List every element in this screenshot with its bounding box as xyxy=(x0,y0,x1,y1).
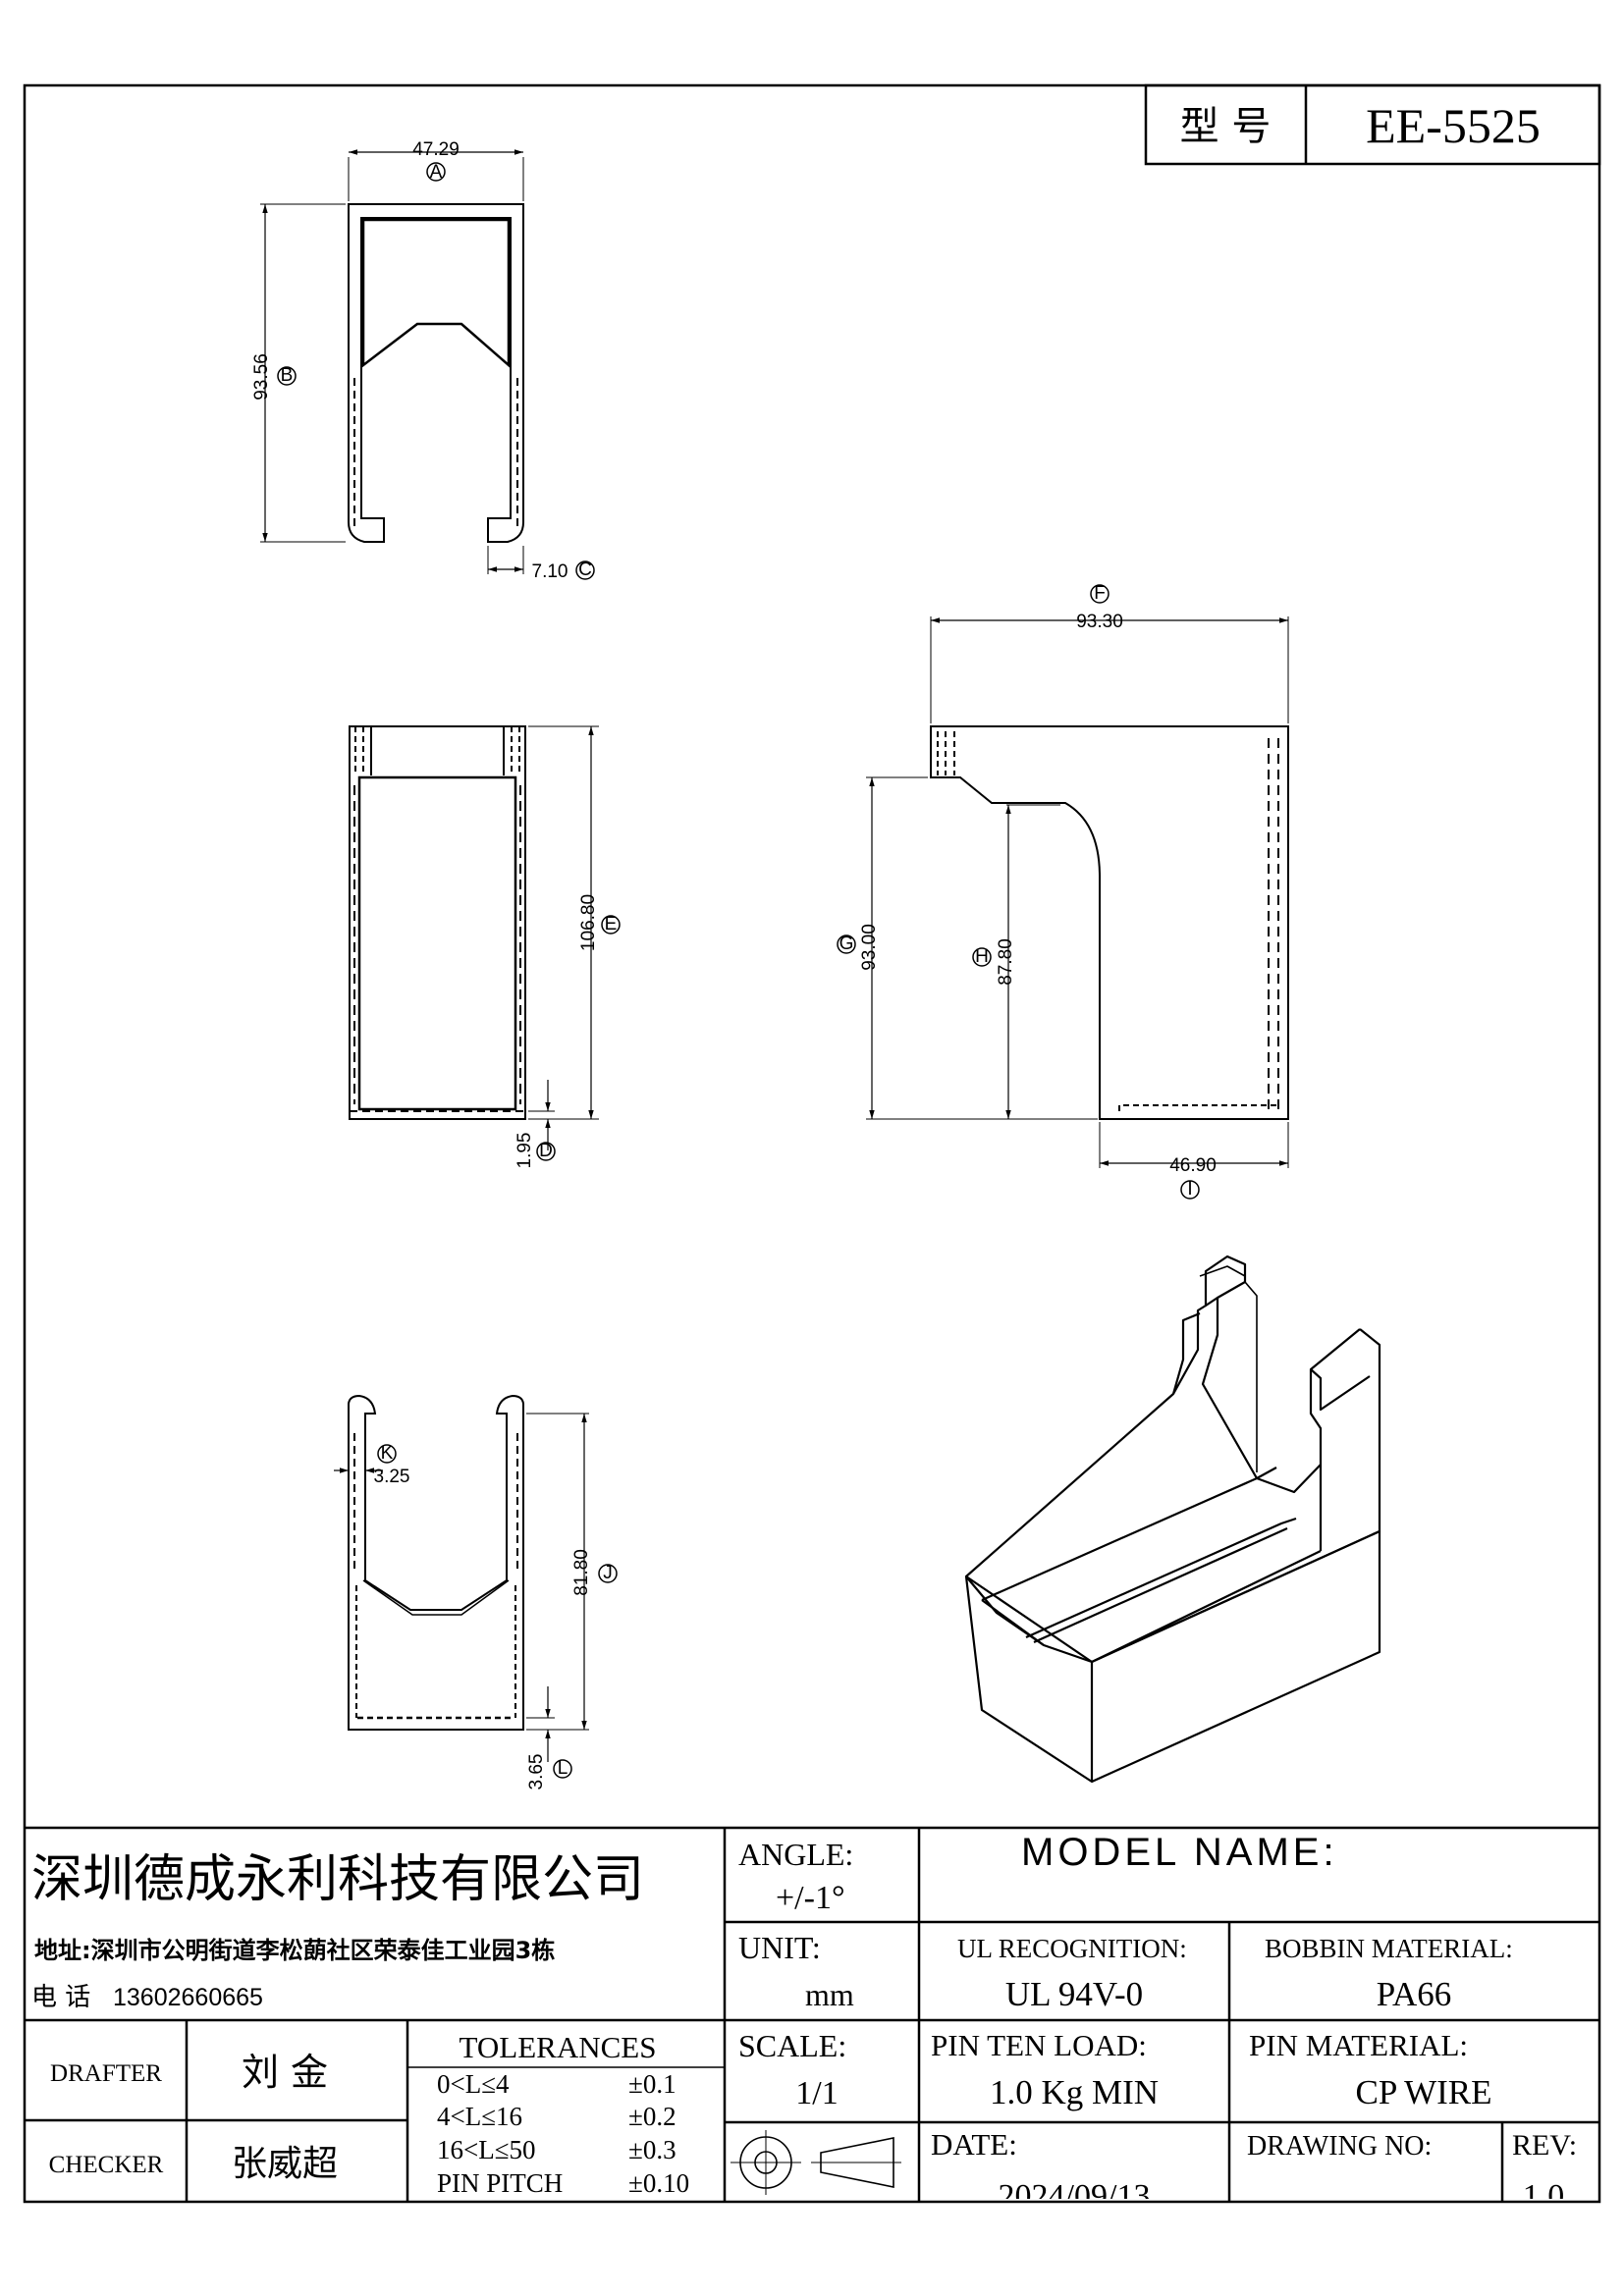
bobbin-material-label: BOBBIN MATERIAL: xyxy=(1265,1934,1513,1963)
ul-value: UL 94V-0 xyxy=(1005,1975,1143,2013)
tolerance-range: 0<L≤4 xyxy=(437,2069,510,2099)
tolerances-list: 0<L≤4 ±0.1 4<L≤16 ±0.2 16<L≤50 ±0.3 PIN … xyxy=(437,2069,689,2198)
tolerance-value: ±0.3 xyxy=(628,2135,677,2164)
dim-e-letter: E xyxy=(605,914,618,934)
angle-value: +/-1° xyxy=(776,1880,845,1916)
title-block xyxy=(25,1826,1599,2202)
model-name-label: MODEL NAME: xyxy=(1021,1831,1338,1874)
model-label: 型 号 xyxy=(1180,104,1272,149)
dim-a-value: 47.29 xyxy=(412,139,460,160)
ul-label: UL RECOGNITION: xyxy=(957,1934,1187,1963)
model-value: EE-5525 xyxy=(1366,98,1541,153)
pin-ten-load-label: PIN TEN LOAD: xyxy=(931,2028,1147,2062)
dim-b-letter: B xyxy=(281,365,294,386)
tolerance-value: ±0.10 xyxy=(628,2168,689,2198)
phone-label: 电 话 xyxy=(31,1983,90,2012)
front-view xyxy=(260,149,595,580)
dim-h-value: 87.80 xyxy=(996,938,1016,986)
tolerance-range: PIN PITCH xyxy=(437,2168,563,2198)
angle-label: ANGLE: xyxy=(738,1837,853,1872)
drafter-label: DRAFTER xyxy=(50,2060,162,2087)
dim-h-letter: H xyxy=(975,946,989,967)
unit-value: mm xyxy=(805,1977,854,2012)
dim-i-value: 46.90 xyxy=(1169,1155,1217,1176)
dim-i-letter: I xyxy=(1187,1179,1192,1200)
scale-value: 1/1 xyxy=(795,2075,838,2111)
dim-d-letter: D xyxy=(539,1141,553,1161)
checker-label: CHECKER xyxy=(49,2152,164,2178)
side-view-right xyxy=(837,584,1289,1200)
dim-a-letter: A xyxy=(430,162,443,183)
checker-value: 张威超 xyxy=(232,2144,338,2184)
sheet-border xyxy=(23,83,1601,2204)
side-view-left xyxy=(349,725,621,1161)
dim-f-value: 93.30 xyxy=(1076,612,1123,632)
dim-k-letter: K xyxy=(381,1443,394,1464)
dim-f-letter: F xyxy=(1094,583,1106,604)
drafter-value: 刘 金 xyxy=(242,2051,328,2094)
pin-ten-load-value: 1.0 Kg MIN xyxy=(990,2073,1159,2111)
dim-c-value: 7.10 xyxy=(532,561,568,582)
model-header: 型 号 EE-5525 xyxy=(1144,83,1601,166)
scale-label: SCALE: xyxy=(738,2028,846,2063)
dim-j-value: 81.80 xyxy=(571,1549,592,1596)
dim-g-value: 93.00 xyxy=(859,924,880,971)
tolerance-range: 16<L≤50 xyxy=(437,2135,536,2164)
dim-j-letter: J xyxy=(603,1563,613,1583)
dim-e-value: 106.80 xyxy=(578,894,599,951)
pin-material-value: CP WIRE xyxy=(1355,2073,1491,2111)
drawing-no-label: DRAWING NO: xyxy=(1247,2131,1432,2162)
company-name: 深圳德成永利科技有限公司 xyxy=(31,1850,644,1909)
date-label: DATE: xyxy=(931,2127,1017,2162)
rev-value: 1.0 xyxy=(1523,2178,1565,2215)
dim-c-letter: C xyxy=(578,560,592,580)
unit-label: UNIT: xyxy=(738,1930,821,1965)
tolerances-label: TOLERANCES xyxy=(460,2030,657,2064)
dim-g-letter: G xyxy=(839,934,854,954)
tolerance-value: ±0.2 xyxy=(628,2102,677,2131)
projection-symbol-icon xyxy=(731,2130,901,2195)
rev-label: REV: xyxy=(1512,2129,1577,2162)
dim-l-letter: L xyxy=(558,1758,568,1779)
date-value: 2024/09/13 xyxy=(999,2178,1151,2215)
pin-material-label: PIN MATERIAL: xyxy=(1249,2028,1468,2062)
company-address: 地址:深圳市公明街道李松蓢社区荣泰佳工业园3栋 xyxy=(34,1937,555,1964)
phone-number: 13602660665 xyxy=(113,1984,263,2011)
bobbin-material-value: PA66 xyxy=(1377,1975,1452,2013)
isometric-view xyxy=(964,1255,1381,1784)
tolerance-range: 4<L≤16 xyxy=(437,2102,522,2131)
dim-l-value: 3.65 xyxy=(526,1754,547,1790)
dim-d-value: 1.95 xyxy=(514,1133,535,1169)
dim-b-value: 93.56 xyxy=(251,353,272,400)
end-view xyxy=(334,1394,618,1779)
dim-k-value: 3.25 xyxy=(374,1467,410,1487)
tolerance-value: ±0.1 xyxy=(628,2069,677,2099)
